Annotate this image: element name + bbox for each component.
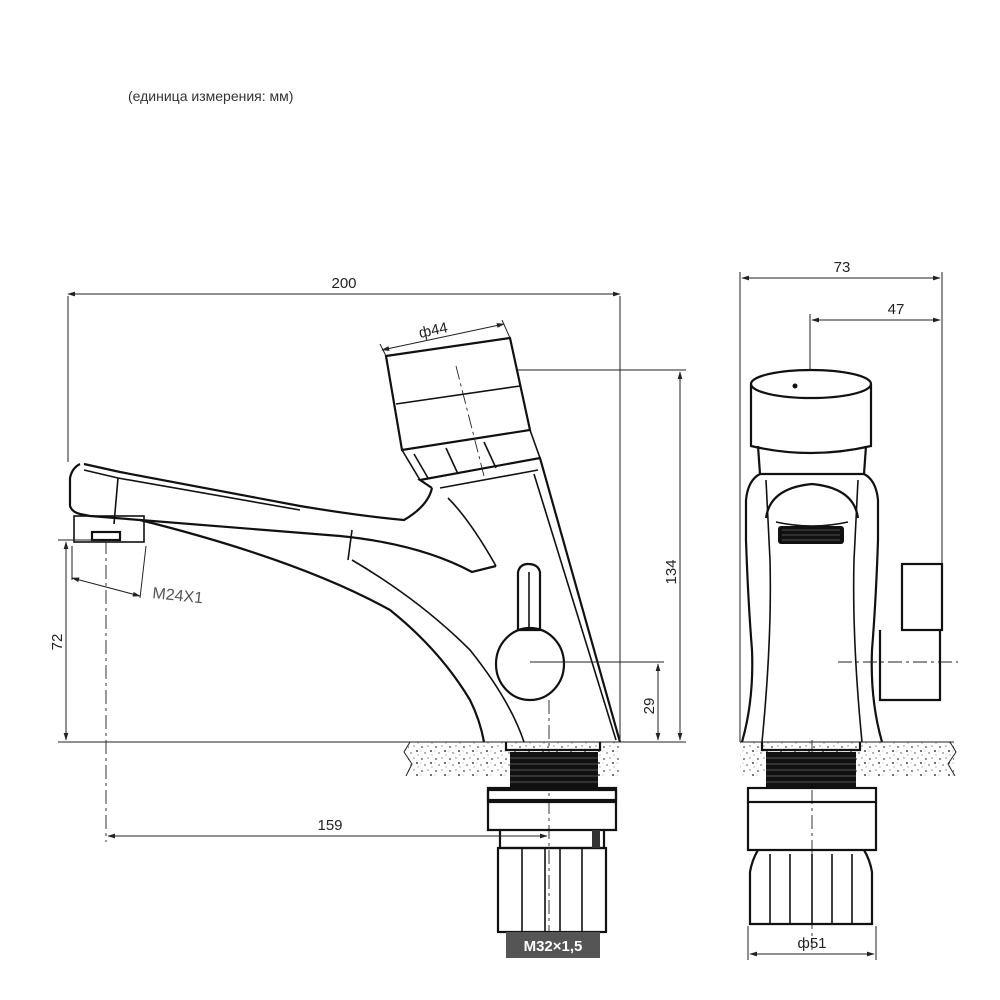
aerator xyxy=(73,515,145,543)
dim-side-width-value: 73 xyxy=(834,259,851,276)
dim-base-diameter-value: ф51 xyxy=(797,935,826,952)
mount-thread-label: M32×1,5 xyxy=(524,938,583,955)
dim-button-diameter-value: ф44 xyxy=(417,319,449,342)
mount-thread-side xyxy=(746,752,878,926)
dim-height-value: 134 xyxy=(663,559,680,584)
mount-thread-badge: M32×1,5 xyxy=(506,932,600,958)
dim-handle-height: 29 xyxy=(530,661,664,741)
lever-handle-front xyxy=(494,562,566,702)
spout-outline xyxy=(68,463,497,574)
dim-side-width: 73 xyxy=(739,259,943,742)
dim-handle-height-value: 29 xyxy=(641,698,658,715)
push-button-front xyxy=(384,336,542,481)
base-flange xyxy=(504,742,602,752)
dim-spout-reach: 159 xyxy=(105,540,548,842)
dim-base-diameter: ф51 xyxy=(747,926,877,960)
unit-note: (единица измерения: мм) xyxy=(128,88,294,104)
dim-total-length: 200 xyxy=(67,275,621,742)
push-button-side xyxy=(749,368,873,476)
dim-spout-height: 72 xyxy=(49,539,410,743)
dim-spout-thread: M24X1 xyxy=(71,545,204,607)
mount-thread-front xyxy=(486,752,618,934)
faucet-front-view xyxy=(68,336,622,950)
dim-spout-thread-value: M24X1 xyxy=(152,585,204,607)
spout-underside xyxy=(139,518,486,743)
side-body xyxy=(740,473,761,743)
dim-spout-reach-value: 159 xyxy=(317,817,342,834)
dim-height: 134 xyxy=(518,369,686,743)
dim-side-offset: 47 xyxy=(809,301,941,370)
dim-button-diameter: ф44 xyxy=(379,319,511,357)
dim-total-length-value: 200 xyxy=(331,275,356,292)
lever-handle-side xyxy=(878,562,944,702)
faucet-side-view xyxy=(740,368,958,950)
dim-spout-height-value: 72 xyxy=(49,634,66,651)
dim-side-offset-value: 47 xyxy=(888,301,905,318)
